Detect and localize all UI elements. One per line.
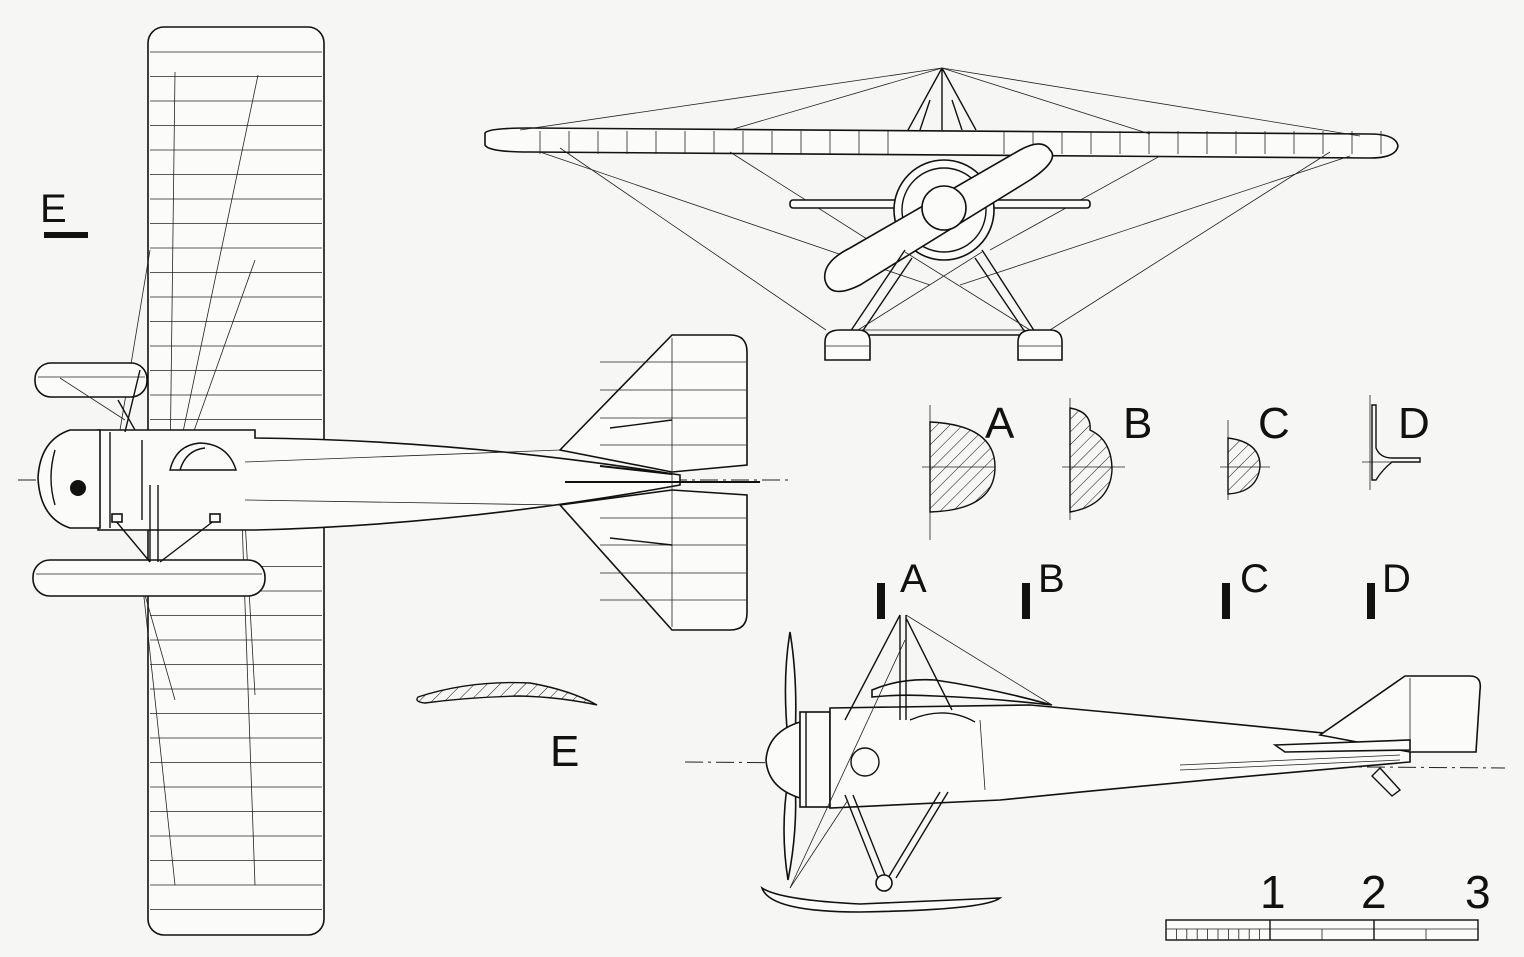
airfoil-section — [416, 681, 598, 706]
spinner-side — [765, 720, 801, 800]
cross-sections: A B C D — [922, 395, 1430, 540]
propeller-side — [783, 779, 797, 881]
tailplane-upper — [558, 334, 748, 473]
cut-marker-a: A — [900, 557, 927, 601]
cut-marker-d: D — [1382, 557, 1411, 601]
wing-root-side — [871, 678, 1053, 706]
tailplane-side — [1272, 739, 1411, 753]
fin-rudder-side — [1317, 675, 1482, 753]
plan-view: E — [18, 26, 790, 936]
scale-subdivisions — [1176, 920, 1427, 940]
section-c-shape — [1227, 437, 1261, 495]
roundel-side — [850, 747, 880, 777]
cut-marker-c: C — [1240, 557, 1269, 601]
cockpit-opening — [169, 442, 237, 471]
side-view — [684, 614, 1506, 913]
section-b-shape — [1069, 407, 1113, 513]
view-e-label: E — [40, 187, 67, 231]
float-lower — [32, 559, 266, 597]
front-view — [484, 67, 1399, 361]
profile-e-label: E — [550, 727, 579, 776]
front-wing — [484, 127, 1399, 159]
side-undercarriage — [789, 639, 949, 892]
front-wing-ribs — [539, 131, 1382, 154]
section-d-label: D — [1398, 399, 1430, 448]
section-d-shape — [1371, 404, 1421, 481]
tail-float-side — [1371, 766, 1402, 797]
front-undercarriage — [848, 249, 1038, 336]
section-cut-markers: A B C D — [877, 557, 1411, 619]
tailplane-ribs — [600, 361, 746, 601]
scale-label-3: 3 — [1465, 866, 1491, 918]
float-struts-plan — [111, 369, 221, 563]
fuselage-side — [829, 704, 1411, 809]
scale-label-2: 2 — [1361, 866, 1387, 918]
engine-cylinder-icon — [70, 480, 86, 496]
engine-cowl-plan — [37, 429, 101, 529]
float-side — [760, 886, 1003, 913]
wing-ribs — [150, 51, 322, 910]
wing-profile-e: E — [416, 681, 598, 776]
tailplane-lower — [558, 489, 748, 631]
front-float-right — [1017, 329, 1063, 361]
fuselage-plan — [97, 429, 681, 531]
cut-marker-b: B — [1038, 557, 1065, 601]
section-a-label: A — [985, 399, 1015, 448]
scale-bar: 1 2 3 — [1165, 866, 1491, 941]
section-b-label: B — [1123, 399, 1152, 448]
section-a-shape — [929, 421, 996, 513]
scale-label-1: 1 — [1260, 866, 1286, 918]
section-c-label: C — [1258, 399, 1290, 448]
front-float-left — [824, 329, 871, 361]
engine-cowl-side — [799, 711, 831, 808]
propeller-hub — [921, 185, 967, 231]
view-e-underline — [44, 232, 88, 238]
float-upper — [34, 362, 148, 398]
